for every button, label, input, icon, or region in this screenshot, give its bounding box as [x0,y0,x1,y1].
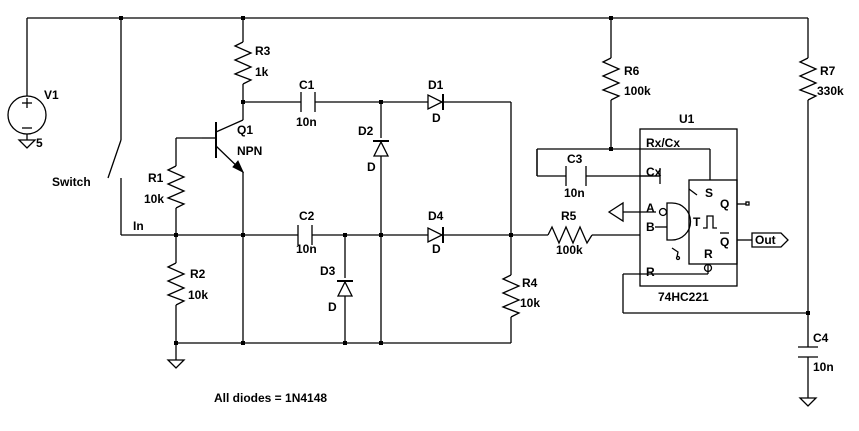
d3-diode: D3 D [320,264,354,314]
q1-ref: Q1 [237,123,253,137]
u1-pin-b: B [646,220,655,234]
r1-resistor: R1 10k [144,165,186,209]
u1-pin-cx: Cx [646,165,662,179]
junctions [119,16,810,345]
c1-value: 10n [296,115,317,129]
c2-capacitor: C2 10n [296,209,317,256]
diodes-note: All diodes = 1N4148 [214,391,327,405]
v1-ref: V1 [44,88,59,102]
r5-ref: R5 [561,209,577,223]
r1-value: 10k [144,192,164,206]
r1-ref: R1 [148,171,164,185]
r5-resistor: R5 100k [547,209,593,257]
ground-symbol [166,359,186,369]
r2-ref: R2 [190,267,206,281]
r5-value: 100k [556,243,583,257]
d3-ref: D3 [320,264,336,278]
switch-label: Switch [52,175,91,189]
output-flag-out: Out [751,232,789,248]
r7-resistor: R7 330k [798,57,844,101]
r2-value: 10k [188,288,208,302]
d1-value: D [432,111,441,125]
switch: Switch [52,139,122,189]
r4-resistor: R4 10k [501,274,540,318]
d2-ref: D2 [358,124,374,138]
d1-ref: D1 [428,78,444,92]
u1-pin-qbar: Q [720,235,729,249]
v1-source: V1 5 [7,88,59,150]
r4-ref: R4 [522,276,538,290]
c1-ref: C1 [299,78,315,92]
d1-diode: D1 D [427,78,444,125]
u1-ic: U1 74HC221 Rx/Cx Cx A B R S T Q Q R [536,112,750,304]
r6-ref: R6 [624,64,640,78]
c4-value: 10n [813,360,834,374]
r3-value: 1k [255,65,269,79]
d2-diode: D2 D [358,124,390,174]
q1-value: NPN [237,144,262,158]
c3-capacitor: C3 10n [564,152,587,200]
r6-resistor: R6 100k [601,57,651,101]
u1-pin-rxcx: Rx/Cx [646,136,680,150]
v1-value: 5 [36,136,43,150]
c1-capacitor: C1 10n [296,78,317,129]
r6-value: 100k [624,84,651,98]
r3-resistor: R3 1k [233,41,271,85]
c3-ref: C3 [567,152,583,166]
u1-pin-r-left: R [646,265,655,279]
d2-value: D [367,160,376,174]
u1-part: 74HC221 [658,290,709,304]
u1-pin-s: S [705,186,713,200]
c4-ref: C4 [813,331,829,345]
net-label-in: In [133,219,144,233]
q1-transistor: Q1 NPN [202,119,262,174]
r4-value: 10k [520,296,540,310]
d3-value: D [328,300,337,314]
u1-pin-t: T [693,215,701,229]
c2-value: 10n [296,242,317,256]
c4-capacitor: C4 10n [798,331,834,374]
u1-pin-a: A [646,201,655,215]
u1-ref: U1 [679,112,695,126]
r2-resistor: R2 10k [166,262,208,306]
c2-ref: C2 [299,209,315,223]
c3-value: 10n [564,186,585,200]
d4-ref: D4 [428,209,444,223]
wires [26,17,809,398]
ground-symbol [798,397,818,407]
d4-value: D [432,242,441,256]
u1-pin-q: Q [720,197,729,211]
input-flag-a [607,201,624,223]
u1-pin-r-right: R [704,247,713,261]
d4-diode: D4 D [427,209,444,256]
r7-value: 330k [817,84,844,98]
r7-ref: R7 [820,64,836,78]
net-label-out: Out [755,233,776,247]
r3-ref: R3 [255,44,271,58]
